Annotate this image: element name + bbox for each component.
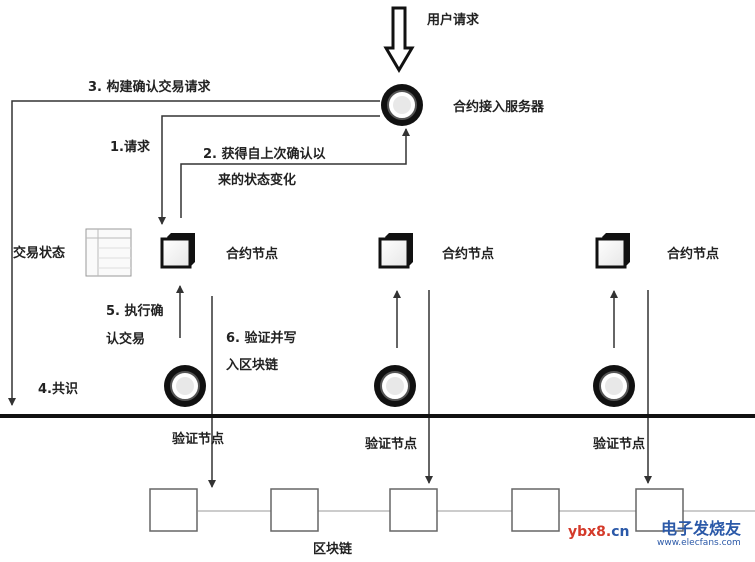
validation-node-1-icon [164, 365, 206, 407]
validation-node-2-label: 验证节点 [365, 437, 418, 452]
step2-line [180, 128, 410, 218]
watermark-left-suffix: cn [611, 524, 630, 540]
watermark-url: www.elecfans.com [657, 538, 741, 548]
tx-state-table-icon [85, 228, 132, 277]
validation-node-2-icon [374, 365, 416, 407]
block-2 [270, 488, 319, 532]
contract-node-1-label: 合约节点 [226, 247, 279, 262]
step1-label: 1.请求 [110, 140, 150, 155]
tx-state-label: 交易状态 [13, 246, 66, 261]
watermark-right: 电子发烧友 [661, 519, 742, 538]
validation-node-3-icon [593, 365, 635, 407]
contract-node-2-icon [378, 233, 413, 269]
step3-label: 3. 构建确认交易请求 [88, 80, 211, 95]
blockchain-label: 区块链 [313, 542, 353, 557]
validation-node-3-label: 验证节点 [593, 437, 646, 452]
user-request-arrow [383, 6, 415, 73]
watermark-left: ybx8.cn [568, 524, 630, 540]
step1-line [158, 115, 380, 225]
step4-label: 4.共识 [38, 382, 78, 397]
contract-node-3-icon [595, 233, 630, 269]
contract-node-2-label: 合约节点 [442, 247, 495, 262]
validation-node-1-label: 验证节点 [172, 432, 225, 447]
step6-label-line1: 6. 验证并写 [226, 331, 297, 346]
block-3 [389, 488, 438, 532]
step5-label-line2: 认交易 [106, 332, 146, 347]
contract-node-3-label: 合约节点 [667, 247, 720, 262]
step6-label-line2: 入区块链 [226, 358, 279, 373]
contract-access-server-icon [381, 84, 423, 126]
blockchain-chain [149, 488, 755, 532]
block-4 [511, 488, 560, 532]
step5-label-line1: 5. 执行确 [106, 304, 164, 319]
step2-label-line1: 2. 获得自上次确认以 [203, 147, 326, 162]
contract-access-server-label: 合约接入服务器 [453, 100, 545, 115]
step3-line [8, 100, 380, 406]
user-request-label: 用户请求 [427, 13, 480, 28]
block-5 [635, 488, 684, 532]
watermark-left-text: ybx8. [568, 524, 612, 540]
contract-node-1-icon [160, 233, 195, 269]
step2-label-line2: 来的状态变化 [218, 173, 297, 188]
block-1 [149, 488, 198, 532]
